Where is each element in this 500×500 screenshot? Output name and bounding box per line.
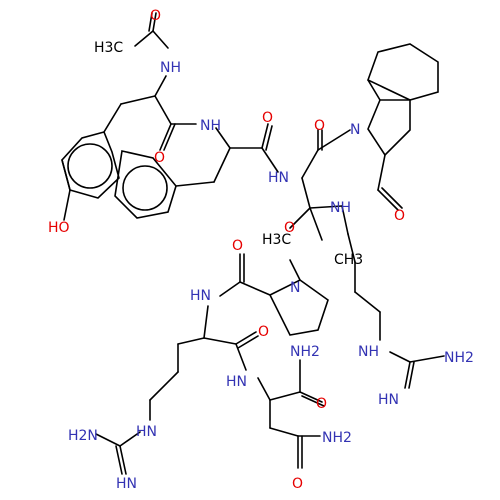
oic-carbonyl-oxygen: O	[314, 118, 325, 134]
arg-nh: HN	[190, 288, 211, 304]
tyrosine-backbone	[103, 95, 197, 151]
central-carbon	[289, 177, 356, 263]
tic-nh: NH	[330, 200, 351, 216]
methyl-b-label: CH3	[334, 252, 363, 268]
asn-residue	[235, 343, 325, 469]
tyr-nh: NH	[200, 118, 221, 134]
tic-carbonyl-oxygen: O	[394, 208, 405, 224]
oic-ring-system	[301, 43, 439, 211]
guanidine-left-nh: HN	[136, 424, 157, 440]
acetyl-nh: NH	[160, 60, 181, 76]
guanidine-left-hn: HN	[116, 476, 137, 492]
asn-carbonyl-oxygen: O	[316, 396, 327, 412]
phe-backbone	[213, 123, 279, 183]
methyl-a-label: H3C	[262, 232, 291, 248]
oic-nitrogen: N	[350, 122, 360, 138]
guanidine-left-h2n: H2N	[68, 428, 98, 444]
guanidine-right-hn: NH	[358, 344, 379, 360]
atom-labels: O H3C NH NH O O HO O N HN NH O O H3C CH3…	[48, 8, 474, 492]
arg-carbonyl-oxygen: O	[258, 324, 269, 340]
cterm-nh2: NH2	[322, 430, 352, 446]
peptide-nh: HN	[268, 170, 289, 186]
arg-sidechain-right	[354, 261, 445, 389]
guanidine-right-hn-imine: HN	[378, 392, 399, 408]
tyr-carbonyl-oxygen: O	[154, 150, 165, 166]
asn-amide-nh2: NH2	[290, 344, 320, 360]
acetyl-group	[134, 12, 169, 97]
phe-carbonyl-oxygen: O	[262, 110, 273, 126]
pro-carbonyl-oxygen: O	[232, 238, 243, 254]
asn-nh: HN	[226, 374, 247, 390]
central-oxygen: O	[284, 220, 295, 236]
cterm-oxygen: O	[292, 476, 303, 492]
phenyl-ring	[114, 150, 215, 219]
hydroxyl-label: HO	[48, 220, 70, 236]
pro-residue	[219, 253, 329, 336]
phenol-ring	[61, 131, 120, 221]
arg-residue-left	[95, 305, 259, 475]
acetyl-oxygen: O	[150, 8, 161, 24]
methyl-label: H3C	[94, 40, 123, 56]
guanidine-right-nh2: NH2	[444, 350, 474, 366]
pro-nitrogen: N	[290, 280, 300, 296]
